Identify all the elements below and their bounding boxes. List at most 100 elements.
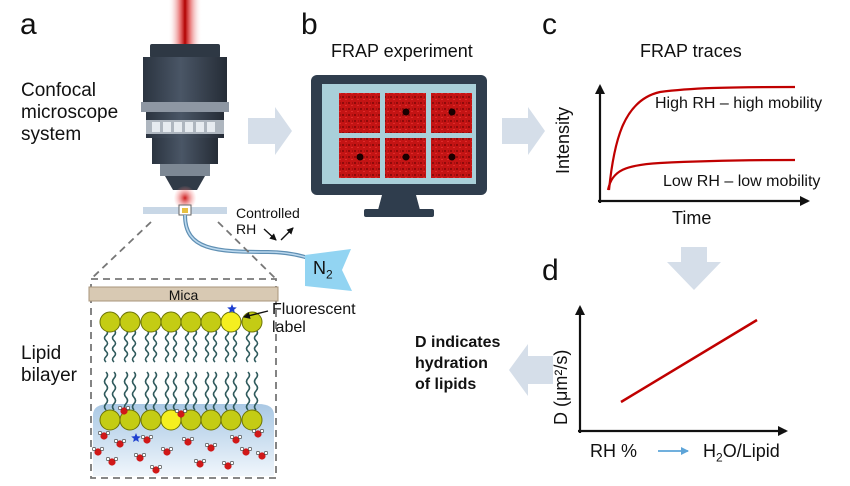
fluorescent-label-line-1: Fluorescent: [272, 301, 356, 318]
lipid-head: [180, 311, 202, 333]
fluorescent-label-text: Fluorescent label: [272, 301, 356, 338]
lipid-tail: [192, 371, 198, 411]
water-hydrogen: [169, 446, 174, 451]
lipid-tail: [123, 329, 129, 363]
water-hydrogen: [222, 460, 227, 465]
water-oxygen: [136, 454, 144, 462]
water-oxygen: [224, 462, 232, 470]
water-oxygen: [196, 460, 204, 468]
water-hydrogen: [150, 464, 155, 469]
water-hydrogen: [114, 438, 119, 443]
water-hydrogen: [252, 428, 257, 433]
water-hydrogen: [92, 446, 97, 451]
arrow-b-to-c: [502, 107, 545, 155]
objective-ring: [160, 164, 210, 176]
lipid-tail: [184, 329, 190, 363]
water-oxygen: [258, 452, 266, 460]
lipid-head: [140, 311, 162, 333]
controlled-rh-label: Controlled RH: [236, 205, 300, 237]
microscope-label: Confocal microscope system: [21, 80, 118, 146]
lipid-tail: [192, 329, 198, 363]
lipid-tail: [212, 329, 218, 363]
water-hydrogen: [134, 452, 139, 457]
d-x-label-right: H2O/Lipid: [703, 441, 780, 465]
lipid-tail: [204, 371, 210, 411]
d-trend-line: [620, 318, 758, 404]
mica-label: Mica: [168, 287, 199, 303]
microscope-body: [143, 57, 227, 109]
objective-tip: [165, 176, 205, 190]
monitor-base: [364, 209, 434, 217]
lipid-tail: [172, 329, 178, 363]
lipid-tail: [144, 329, 150, 363]
lipid-tail: [152, 329, 158, 363]
low-rh-trace: [606, 158, 796, 191]
lipid-tail: [224, 329, 230, 363]
lipid-tail: [212, 371, 218, 411]
water-hydrogen: [122, 438, 127, 443]
lipid-tail: [164, 329, 170, 363]
water-hydrogen: [98, 430, 103, 435]
water-hydrogen: [202, 458, 207, 463]
water-hydrogen: [194, 458, 199, 463]
fluorescent-label-pointer: [243, 310, 269, 319]
conclusion-text: D indicates hydration of lipids: [415, 333, 500, 395]
water-hydrogen: [149, 434, 154, 439]
arrow-d-to-conclusion: [509, 344, 553, 396]
water-hydrogen: [238, 434, 243, 439]
lipid-tail: [103, 329, 109, 363]
water-hydrogen: [190, 436, 195, 441]
microscope: [141, 0, 229, 190]
low-rh-label: Low RH – low mobility: [663, 173, 821, 190]
frap-x-label: Time: [672, 208, 712, 228]
panel-label-d: d: [542, 254, 559, 287]
water-oxygen: [242, 448, 250, 456]
bleach-spot: [356, 153, 364, 161]
water-oxygen: [184, 438, 192, 446]
n2-label-subscript: 2: [326, 267, 333, 282]
lipid-tail: [123, 371, 129, 411]
d-x-label-h: H: [703, 441, 716, 461]
lipid-tail: [131, 329, 137, 363]
lipid-head: [99, 311, 121, 333]
water-oxygen: [100, 432, 108, 440]
lipid-tail: [245, 329, 251, 363]
water-hydrogen: [106, 430, 111, 435]
zoom-line-left: [90, 221, 152, 280]
lipid-head: [160, 311, 182, 333]
water-oxygen: [143, 436, 151, 444]
water-oxygen: [94, 448, 102, 456]
microscope-label-line-1: Confocal: [21, 80, 96, 101]
d-x-label-subscript: 2: [716, 450, 723, 465]
d-y-label: D (μm²/s): [551, 349, 571, 425]
frap-image-grid: [339, 93, 472, 178]
arrow-a-to-b: [248, 107, 292, 155]
microscope-ring: [141, 102, 229, 112]
frap-experiment-title: FRAP experiment: [331, 41, 473, 61]
bilayer-label: Lipid bilayer: [21, 343, 77, 387]
water-hydrogen: [100, 446, 105, 451]
lipid-head: [241, 409, 263, 431]
sample-stage: [143, 204, 227, 216]
frap-image-cell: [339, 93, 380, 133]
n2-label: N2: [313, 258, 333, 282]
controlled-rh-line-2: RH: [236, 221, 257, 238]
panel-label-a: a: [20, 8, 37, 41]
lipid-tail: [164, 371, 170, 411]
lipid-head: [220, 409, 242, 431]
rh-down-arrow: [263, 228, 277, 241]
bilayer-label-line-2: bilayer: [21, 364, 77, 386]
controlled-rh-line-1: Controlled: [236, 205, 300, 221]
microscope-top-cap: [150, 44, 220, 58]
conclusion-line-1: D indicates: [415, 334, 501, 351]
monitor-neck: [378, 195, 420, 210]
lipid-tail: [204, 329, 210, 363]
d-x-label-rest: O/Lipid: [722, 441, 780, 461]
water-hydrogen: [205, 442, 210, 447]
water-hydrogen: [183, 408, 188, 413]
water-hydrogen: [259, 428, 264, 433]
lipid-head: [119, 409, 141, 431]
water-hydrogen: [141, 434, 146, 439]
conclusion-line-3: of lipids: [415, 375, 477, 393]
